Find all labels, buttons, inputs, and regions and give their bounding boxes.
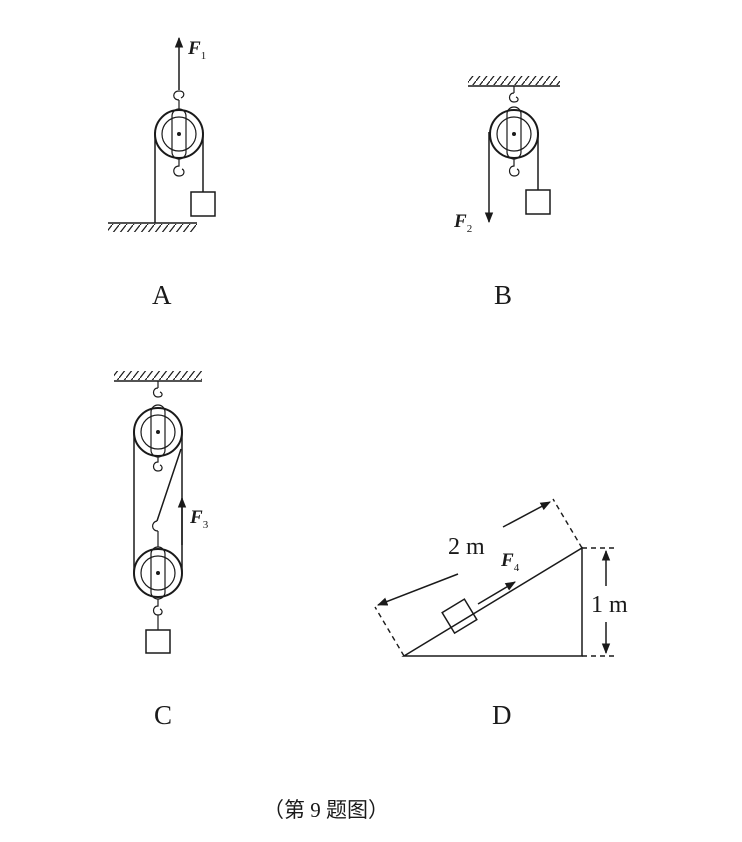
pulley-axle	[512, 132, 516, 136]
dim-arrow-upper	[502, 501, 551, 528]
link-hook	[152, 520, 159, 547]
pulley-groove	[161, 116, 197, 152]
lower-pulley-groove	[140, 555, 176, 591]
figure-caption: （第 9 题图）	[263, 798, 389, 822]
upper-pulley-axle	[156, 430, 160, 434]
panel-label-c: C	[154, 700, 172, 730]
height-label: 1 m	[591, 592, 628, 618]
force-label-f2: F2	[453, 211, 472, 235]
panel-b: F2 B	[453, 76, 560, 310]
lower-pulley-wheel	[133, 548, 183, 598]
panel-label-b: B	[494, 280, 512, 310]
incline-block	[441, 598, 478, 635]
block-on-incline	[441, 598, 478, 635]
force-label-f3: F3	[189, 507, 209, 531]
upper-pulley-wheel	[133, 407, 183, 457]
ceiling-hook	[508, 86, 519, 103]
rope-diagonal	[156, 448, 182, 522]
force-arrow-f4	[477, 581, 516, 605]
bottom-hook	[173, 159, 185, 177]
top-hook	[173, 90, 185, 109]
dim-ext-top	[552, 498, 583, 549]
panel-label-d: D	[492, 700, 512, 730]
weight-block	[145, 629, 171, 654]
panel-c: F3 C	[114, 371, 209, 730]
ground-hatching	[108, 224, 197, 232]
incline-triangle	[401, 546, 583, 657]
ceiling-hook	[152, 381, 163, 398]
panel-d: F4 2 m 1 m D	[374, 498, 628, 730]
pulley-wheel	[154, 109, 204, 159]
weight-block	[190, 191, 216, 217]
upper-bottom-hook	[152, 457, 163, 472]
upper-pulley-groove	[140, 414, 176, 450]
dim-arrow-lower	[377, 573, 459, 606]
pulley-groove	[496, 116, 532, 152]
bottom-hook	[508, 159, 520, 177]
ceiling-hatching	[114, 371, 202, 380]
dim-ext-bottom	[374, 606, 405, 657]
panel-label-a: A	[152, 280, 172, 310]
force-label-f1: F1	[187, 38, 206, 62]
panel-a: F1 A	[108, 36, 216, 310]
pulley-wheel	[489, 109, 539, 159]
ceiling-hatching	[468, 76, 560, 85]
length-label: 2 m	[448, 534, 485, 560]
lower-hook	[152, 599, 163, 630]
force-label-f4: F4	[500, 550, 520, 574]
pulley-axle	[177, 132, 181, 136]
weight-block	[525, 189, 551, 215]
lower-pulley-axle	[156, 571, 160, 575]
